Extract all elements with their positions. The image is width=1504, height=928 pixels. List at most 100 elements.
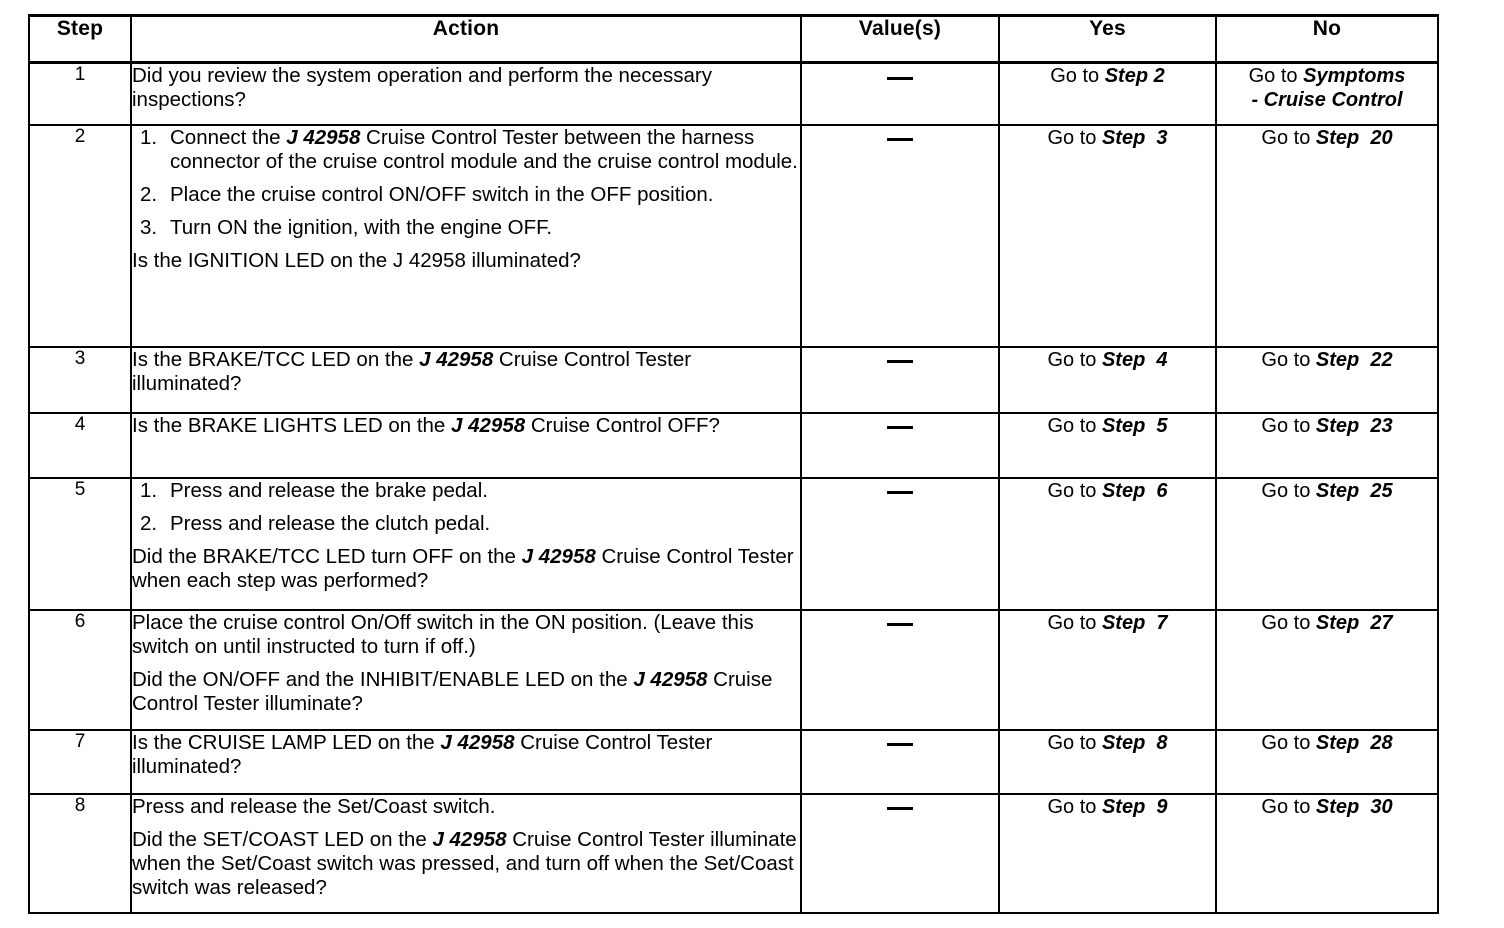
tool-designation: J 42958 bbox=[432, 827, 507, 851]
list-item: 2. Place the cruise control ON/OFF switch… bbox=[132, 183, 800, 207]
em-dash-mark bbox=[887, 623, 913, 627]
step-number: 7 bbox=[28, 728, 132, 795]
table-body: 1 Did you review the system operation an… bbox=[28, 61, 1439, 914]
question-text-pre: Is the BRAKE/TCC LED on the bbox=[132, 347, 420, 371]
no-branch: Go to Step 28 bbox=[1215, 728, 1439, 795]
action-content: Place the cruise control On/Off switch i… bbox=[130, 608, 802, 731]
yes-branch: Go to Step 5 bbox=[998, 411, 1217, 479]
yes-branch-prefix: Go to bbox=[1047, 479, 1102, 502]
tool-designation: J 42958 bbox=[419, 347, 494, 371]
no-branch: Go to Step 22 bbox=[1215, 345, 1439, 414]
yes-branch: Go to Step 2 bbox=[998, 61, 1217, 126]
column-header-action: Action bbox=[130, 14, 802, 64]
table-row: 6 Place the cruise control On/Off switch… bbox=[28, 608, 1439, 731]
table-row: 1 Did you review the system operation an… bbox=[28, 61, 1439, 126]
yes-branch-target: Step 4 bbox=[1101, 348, 1168, 371]
column-header-step: Step bbox=[28, 14, 132, 64]
question-text-post: Cruise Control Tester illuminated? bbox=[132, 730, 713, 778]
question-text-pre: Did the SET/COAST LED on the bbox=[132, 827, 433, 851]
no-branch-target: Step 28 bbox=[1315, 731, 1393, 754]
yes-branch-target: Step 5 bbox=[1101, 414, 1168, 437]
action-content: Press and release the Set/Coast switch. … bbox=[130, 792, 802, 914]
no-branch-prefix: Go to bbox=[1261, 479, 1316, 502]
no-branch-prefix: Go to bbox=[1261, 348, 1316, 371]
step-number: 3 bbox=[28, 345, 132, 414]
action-question: Did the BRAKE/TCC LED turn OFF on the J … bbox=[132, 545, 800, 593]
yes-branch-target: Step 9 bbox=[1101, 795, 1168, 818]
table-row: 8 Press and release the Set/Coast switch… bbox=[28, 792, 1439, 914]
yes-branch-target: Step 6 bbox=[1101, 479, 1168, 502]
list-item: 1.Connect the J 42958 Cruise Control Tes… bbox=[132, 126, 800, 174]
list-item-text-pre: Turn ON the ignition, with the engine OF… bbox=[170, 216, 553, 240]
table-row: 5 1.Press and release the brake pedal. 2… bbox=[28, 476, 1439, 611]
step-number: 1 bbox=[28, 61, 132, 126]
no-branch-target: Step 23 bbox=[1315, 414, 1393, 437]
list-item-text-pre: Press and release the brake pedal. bbox=[170, 478, 488, 502]
table-header: Step Action Value(s) Yes No bbox=[28, 14, 1439, 64]
action-question: Is the CRUISE LAMP LED on the J 42958 Cr… bbox=[132, 731, 800, 779]
action-question: Did the SET/COAST LED on the J 42958 Cru… bbox=[132, 828, 800, 901]
list-item-number: 2. bbox=[140, 182, 158, 206]
no-branch-target: Symptoms bbox=[1303, 65, 1406, 87]
question-text-pre: Did the ON/OFF and the INHIBIT/ENABLE LE… bbox=[132, 667, 634, 691]
action-question: Did the ON/OFF and the INHIBIT/ENABLE LE… bbox=[132, 668, 800, 716]
question-text-pre: Is the BRAKE LIGHTS LED on the bbox=[132, 413, 452, 437]
em-dash-mark bbox=[887, 743, 913, 747]
step-number: 8 bbox=[28, 792, 132, 914]
action-content: Did you review the system operation and … bbox=[130, 61, 802, 126]
list-item: 3. Turn ON the ignition, with the engine … bbox=[132, 216, 800, 240]
step-number: 2 bbox=[28, 123, 132, 348]
list-item-text-pre: Connect the bbox=[170, 125, 287, 149]
yes-branch-prefix: Go to bbox=[1047, 611, 1102, 634]
yes-branch: Go to Step 9 bbox=[998, 792, 1217, 914]
step-number: 6 bbox=[28, 608, 132, 731]
question-text-pre: Did the BRAKE/TCC LED turn OFF on the bbox=[132, 544, 522, 568]
no-branch-target: Step 20 bbox=[1315, 126, 1393, 149]
yes-branch-target: Step 8 bbox=[1101, 731, 1168, 754]
no-branch-prefix: Go to bbox=[1261, 126, 1316, 149]
no-branch-prefix: Go to bbox=[1261, 795, 1316, 818]
no-branch: Go to Step 25 bbox=[1215, 476, 1439, 611]
table-row: 7 Is the CRUISE LAMP LED on the J 42958 … bbox=[28, 728, 1439, 795]
column-header-yes: Yes bbox=[998, 14, 1217, 64]
list-item: 2.Press and release the clutch pedal. bbox=[132, 512, 800, 536]
em-dash-mark bbox=[887, 76, 913, 80]
tool-designation: J 42958 bbox=[440, 730, 515, 754]
yes-branch-prefix: Go to bbox=[1050, 65, 1105, 87]
action-content: Is the BRAKE/TCC LED on the J 42958 Crui… bbox=[130, 345, 802, 414]
em-dash-mark bbox=[887, 360, 913, 364]
table-row: 2 1.Connect the J 42958 Cruise Control T… bbox=[28, 123, 1439, 348]
no-branch-prefix: Go to bbox=[1261, 414, 1316, 437]
question-text-post: Cruise Control OFF? bbox=[525, 413, 720, 437]
list-item-number: 1. bbox=[140, 125, 158, 149]
action-instruction: Place the cruise control On/Off switch i… bbox=[132, 610, 754, 658]
no-branch-prefix: Go to bbox=[1261, 731, 1316, 754]
list-item-number: 3. bbox=[140, 216, 158, 240]
tool-designation: J 42958 bbox=[286, 125, 361, 149]
action-content: Is the BRAKE LIGHTS LED on the J 42958 C… bbox=[130, 411, 802, 479]
yes-branch-target: Step 2 bbox=[1104, 65, 1165, 87]
yes-branch-prefix: Go to bbox=[1047, 126, 1102, 149]
action-step-list: 1.Press and release the brake pedal. 2.P… bbox=[132, 479, 800, 536]
yes-branch: Go to Step 3 bbox=[998, 123, 1217, 348]
no-branch: Go to Step 20 bbox=[1215, 123, 1439, 348]
action-question: Did you review the system operation and … bbox=[132, 64, 712, 112]
question-text-post: Cruise Control Tester when each step was… bbox=[132, 544, 794, 593]
no-branch: Go to Step 30 bbox=[1215, 792, 1439, 914]
question-text-pre: Is the CRUISE LAMP LED on the bbox=[132, 730, 441, 754]
tool-designation: J 42958 bbox=[451, 413, 526, 437]
no-branch-prefix: Go to bbox=[1248, 65, 1304, 87]
value-cell bbox=[800, 345, 1000, 414]
list-item: 1.Press and release the brake pedal. bbox=[132, 479, 800, 503]
action-question: Is the BRAKE LIGHTS LED on the J 42958 C… bbox=[132, 414, 800, 438]
value-cell bbox=[800, 728, 1000, 795]
list-item-text-pre: Place the cruise control ON/OFF switch i… bbox=[170, 182, 714, 206]
yes-branch-prefix: Go to bbox=[1047, 731, 1102, 754]
em-dash-mark bbox=[887, 491, 913, 495]
step-number: 5 bbox=[28, 476, 132, 611]
yes-branch: Go to Step 7 bbox=[998, 608, 1217, 731]
no-branch-target: Step 30 bbox=[1315, 795, 1393, 818]
no-branch-target: Step 22 bbox=[1315, 348, 1393, 371]
action-content: 1.Press and release the brake pedal. 2.P… bbox=[130, 476, 802, 611]
no-branch-line2: - Cruise Control bbox=[1251, 89, 1403, 111]
